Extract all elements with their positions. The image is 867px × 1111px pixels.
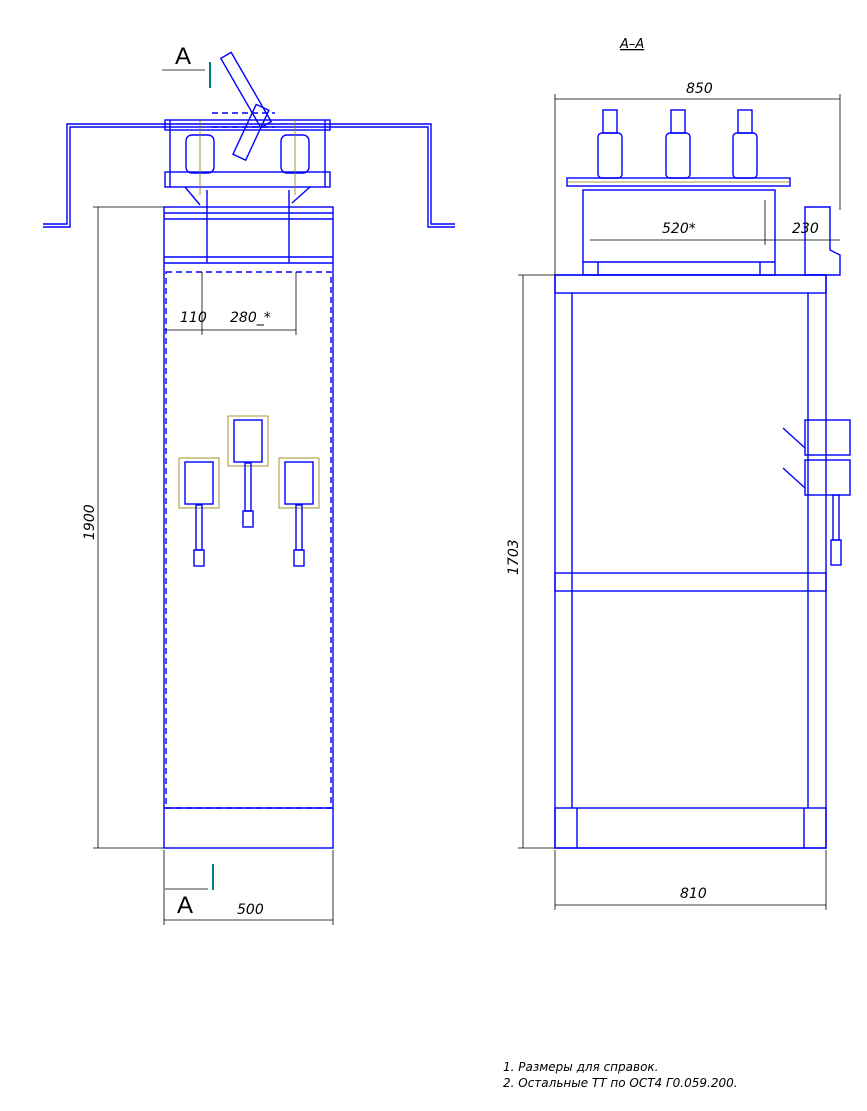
disconnect-switch <box>164 51 331 206</box>
dim-500: 500 <box>237 902 264 918</box>
insulators <box>597 109 758 179</box>
mounting-bracket <box>43 126 455 228</box>
dim-810: 810 <box>680 886 707 902</box>
cabinet-outline <box>163 206 334 849</box>
dimension-lines <box>93 206 334 925</box>
section-title: A–A <box>619 37 644 52</box>
dim-110: 110 <box>180 310 207 326</box>
note-1: 1. Размеры для справок. <box>503 1060 658 1074</box>
dim-230: 230 <box>792 221 819 237</box>
section-mark-top: A <box>175 43 191 70</box>
front-view: 110 280_* 1900 500 A A <box>43 43 455 925</box>
section-mark-bottom: A <box>177 892 193 919</box>
section-view: A–A 850 520* <box>506 37 851 910</box>
dimension-lines-right <box>518 94 841 910</box>
dim-1900: 1900 <box>82 504 98 540</box>
dim-280: 280_* <box>230 310 271 326</box>
note-2: 2. Остальные ТТ по ОСТ4 Г0.059.200. <box>503 1076 738 1090</box>
frame <box>554 274 827 849</box>
dim-1703: 1703 <box>506 539 522 575</box>
dim-520: 520* <box>662 221 696 237</box>
dim-850: 850 <box>686 81 713 97</box>
door-panel <box>165 271 332 809</box>
switch-handle <box>219 51 273 129</box>
side-handles <box>782 419 851 566</box>
drive-mechanism <box>804 206 841 276</box>
current-transformers <box>178 415 320 567</box>
